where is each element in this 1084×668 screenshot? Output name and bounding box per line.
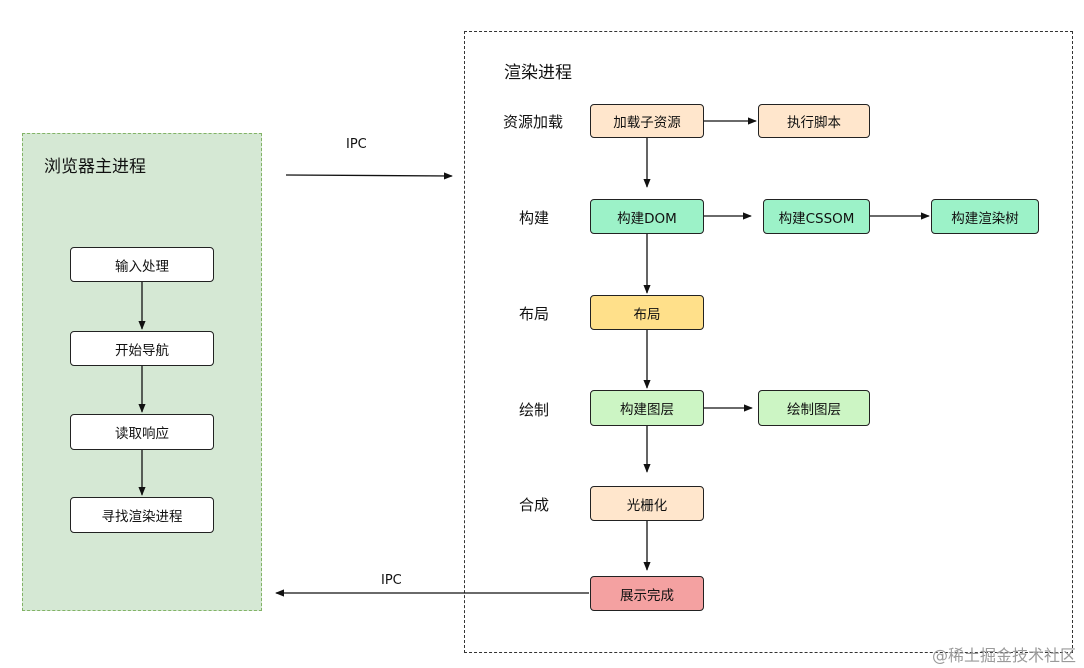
row-label-composite: 合成: [519, 496, 550, 514]
node-load-subresources: 加载子资源: [590, 104, 704, 138]
row-label-paint: 绘制: [519, 401, 550, 419]
row-label-layout: 布局: [519, 305, 550, 323]
node-find-renderer: 寻找渲染进程: [70, 497, 214, 533]
node-read-response: 读取响应: [70, 414, 214, 450]
node-paint-layers: 绘制图层: [758, 390, 870, 426]
node-build-render-tree: 构建渲染树: [931, 199, 1039, 234]
group-title-browser-main: 浏览器主进程: [44, 157, 146, 177]
node-input-processing: 输入处理: [70, 247, 214, 282]
edge-ipc-to-renderer: [285, 172, 453, 180]
node-start-navigation: 开始导航: [70, 331, 214, 366]
node-build-cssom: 构建CSSOM: [763, 199, 870, 234]
group-renderer-process: [464, 31, 1073, 653]
node-layout: 布局: [590, 295, 704, 330]
edge-label-ipc-forward: IPC: [346, 137, 367, 152]
node-build-dom: 构建DOM: [590, 199, 704, 234]
edge-label-ipc-back: IPC: [381, 573, 402, 588]
row-label-build: 构建: [519, 209, 550, 227]
watermark-text: @稀土掘金技术社区: [931, 646, 1076, 665]
node-rasterize: 光栅化: [590, 486, 704, 521]
node-execute-script: 执行脚本: [758, 104, 870, 138]
node-display-complete: 展示完成: [590, 576, 704, 611]
row-label-resource-loading: 资源加载: [503, 113, 564, 131]
group-title-renderer: 渲染进程: [504, 63, 572, 83]
node-build-layers: 构建图层: [590, 390, 704, 426]
